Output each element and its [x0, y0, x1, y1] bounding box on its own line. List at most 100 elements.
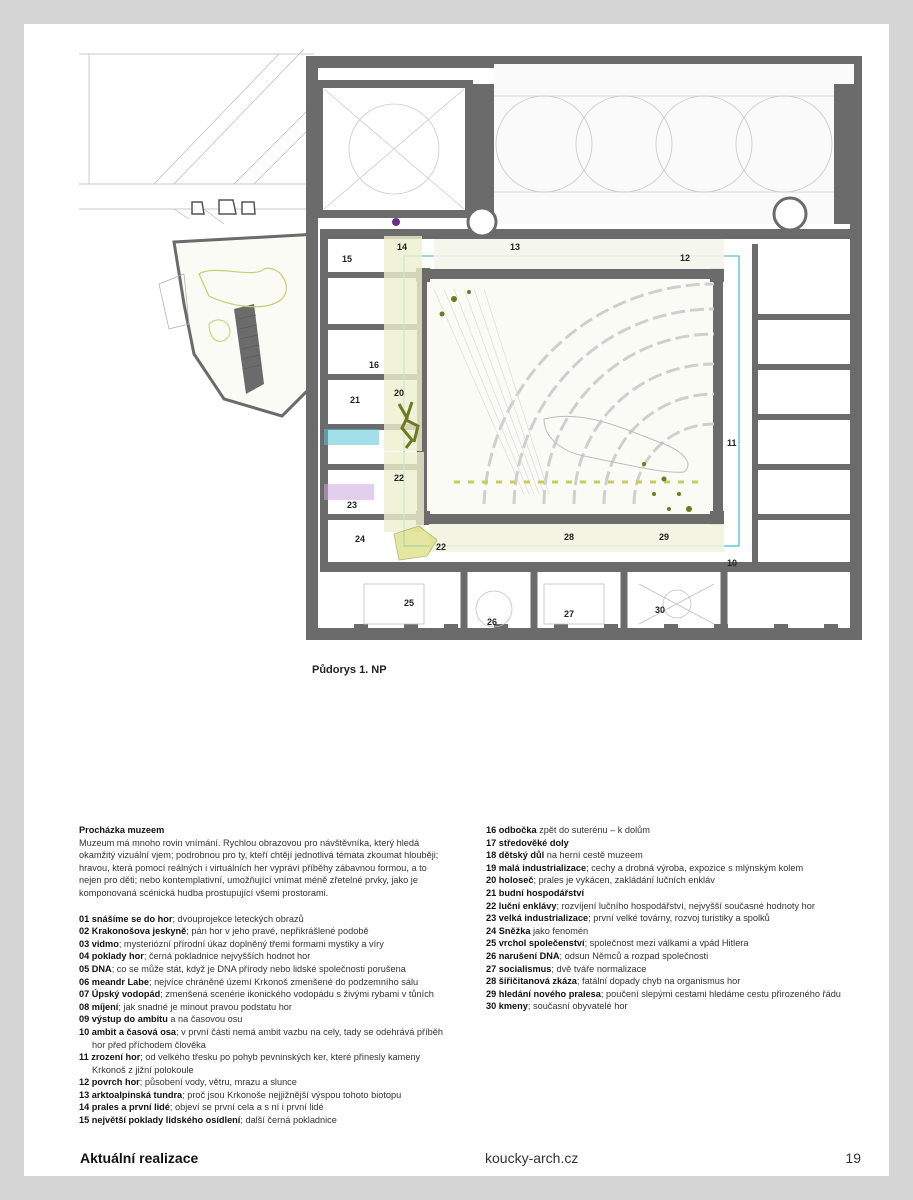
room-label: 30	[655, 605, 665, 615]
site-outline-lines	[79, 48, 315, 225]
exhibit-list-item: 09 výstup do ambitu a na časovou osu	[79, 1013, 449, 1026]
room-label: 12	[680, 253, 690, 263]
room-label: 22	[436, 542, 446, 552]
exhibit-list-item: 18 dětský důl na herní cestě muzeem	[486, 849, 866, 862]
exhibit-list-item: 13 arktoalpinská tundra; proč jsou Krkon…	[79, 1089, 449, 1102]
exhibit-item-title: 20 holoseč	[486, 875, 534, 886]
exhibit-item-title: 15 největší poklady lidského osídlení	[79, 1115, 241, 1126]
exhibit-list-item: 08 míjení; jak snadné je minout pravou p…	[79, 1001, 449, 1014]
exhibit-item-title: 11 zrození hor	[79, 1052, 141, 1063]
exhibit-list-item: 12 povrch hor; působení vody, větru, mra…	[79, 1076, 449, 1089]
exhibit-item-title: 13 arktoalpinská tundra	[79, 1089, 183, 1100]
exhibit-item-title: 22 luční enklávy	[486, 900, 557, 911]
exhibit-list-item: 10 ambit a časová osa; v první části nem…	[79, 1026, 449, 1051]
exhibit-item-description: ; zmenšená scenérie ikonického vodopádu …	[160, 989, 434, 1000]
exhibit-list-item: 15 největší poklady lidského osídlení; d…	[79, 1114, 449, 1127]
exhibit-item-description: ; odsun Němců a rozpad společnosti	[559, 950, 709, 961]
exhibit-item-title: 29 hledání nového pralesa	[486, 988, 601, 999]
exhibit-item-description: na herní cestě muzeem	[544, 850, 643, 861]
exhibit-item-description: ; od velkého třesku po pohyb pevninských…	[92, 1052, 421, 1075]
exhibit-item-description: ; společnost mezi válkami a vpád Hitlera	[584, 938, 749, 949]
exhibit-item-title: 12 povrch hor	[79, 1077, 140, 1088]
room-label: 16	[369, 360, 379, 370]
room-label: 11	[727, 438, 737, 448]
exhibit-list-item: 19 malá industrializace; cechy a drobná …	[486, 862, 866, 875]
exhibit-item-title: 03 vidmo	[79, 938, 119, 949]
exhibit-item-title: 30 kmeny	[486, 1001, 528, 1012]
footer-section-title: Aktuální realizace	[80, 1150, 199, 1166]
exhibit-item-title: 02 Krakonošova jeskyně	[79, 926, 187, 937]
exhibit-list-item: 25 vrchol společenství; společnost mezi …	[486, 937, 866, 950]
room-label: 15	[342, 254, 352, 264]
exhibit-list-item: 14 prales a první lidé; objeví se první …	[79, 1101, 449, 1114]
document-page: 10 11 12 13 14 15 16 20 21 22 22 23 24 2…	[24, 24, 889, 1176]
exhibit-item-title: 28 šiřičitanová zkáza	[486, 976, 577, 987]
footer-website[interactable]: koucky-arch.cz	[485, 1150, 579, 1166]
room-label: 27	[564, 609, 574, 619]
exhibit-list-item: 06 meandr Labe; nejvíce chráněné území K…	[79, 976, 449, 989]
exhibit-list-item: 22 luční enklávy; rozvíjení lučního hosp…	[486, 900, 866, 913]
room-label: 26	[487, 617, 497, 627]
exhibit-item-description: ; proč jsou Krkonoše nejjižnější výspou …	[182, 1089, 402, 1100]
exhibit-item-title: 07 Úpský vodopád	[79, 989, 161, 1000]
exhibit-item-description: ; mysteriózní přírodní úkaz doplněný tře…	[118, 938, 384, 949]
room-label: 21	[350, 395, 360, 405]
room-label: 10	[727, 558, 737, 568]
exhibit-list-item: 21 budní hospodářství	[486, 887, 866, 900]
entrance-structure	[158, 232, 326, 418]
exhibit-item-description: a na časovou osu	[167, 1014, 243, 1025]
exhibit-item-description: ; černá pokladnice nejvyšších hodnot hor	[143, 951, 311, 962]
intro-title: Procházka muzeem	[79, 825, 165, 835]
exhibit-item-description: ; dvě tváře normalizace	[551, 963, 647, 974]
exhibit-item-description: zpět do suterénu – k dolům	[536, 825, 650, 835]
exhibit-item-title: 10 ambit a časová osa	[79, 1026, 177, 1037]
exhibit-list-item: 07 Úpský vodopád; zmenšená scenérie ikon…	[79, 988, 449, 1001]
exhibit-item-title: 18 dětský důl	[486, 850, 545, 861]
exhibit-item-description: ; rozvíjení lučního hospodářství, nejvyš…	[556, 900, 815, 911]
exhibit-item-title: 09 výstup do ambitu	[79, 1014, 168, 1025]
exhibit-item-title: 06 meandr Labe	[79, 976, 149, 987]
room-label: 24	[355, 534, 365, 544]
exhibit-list-item: 01 snášíme se do hor; dvouprojekce letec…	[79, 913, 449, 926]
text-column-left: Procházka muzeem Muzeum má mnoho rovin v…	[79, 824, 449, 1127]
exhibit-item-description: ; nejvíce chráněné území Krkonoš zmenšen…	[148, 976, 419, 987]
exhibit-item-title: 21 budní hospodářství	[486, 887, 585, 898]
exhibit-item-title: 17 středověké doly	[486, 837, 569, 848]
exhibit-list-item: 23 velká industrializace; první velké to…	[486, 912, 866, 925]
exhibit-item-title: 16 odbočka	[486, 825, 537, 835]
exhibit-item-description: ; fatální dopady chyb na organismus hor	[576, 976, 741, 987]
exhibit-areas	[324, 218, 724, 561]
exhibit-list-item: 24 Sněžka jako fenomén	[486, 925, 866, 938]
intro-block: Procházka muzeem Muzeum má mnoho rovin v…	[79, 824, 449, 900]
room-label: 28	[564, 532, 574, 542]
exhibit-list-item: 30 kmeny; současní obyvatelé hor	[486, 1000, 866, 1013]
exhibit-list-item: 11 zrození hor; od velkého třesku po poh…	[79, 1051, 449, 1076]
exhibit-item-description: ; poučení slepými cestami hledáme cestu …	[600, 988, 841, 999]
exhibit-item-description: ; dvouprojekce leteckých obrazů	[172, 913, 304, 924]
room-label: 20	[394, 388, 404, 398]
page-number: 19	[845, 1150, 861, 1166]
exhibit-item-description: ; první velké továrny, rozvoj turistiky …	[588, 913, 770, 924]
exhibit-list-item: 02 Krakonošova jeskyně; pán hor v jeho p…	[79, 925, 449, 938]
exhibit-item-title: 26 narušení DNA	[486, 950, 560, 961]
room-label: 14	[397, 242, 407, 252]
room-labels: 10 11 12 13 14 15 16 20 21 22 22 23 24 2…	[342, 242, 737, 627]
exhibit-item-title: 14 prales a první lidé	[79, 1102, 170, 1113]
exhibit-item-title: 05 DNA	[79, 963, 112, 974]
window-openings	[191, 199, 256, 215]
exhibit-item-title: 19 malá industrializace	[486, 862, 587, 873]
exhibit-item-description: ; současní obyvatelé hor	[527, 1001, 628, 1012]
exhibit-item-title: 23 velká industrializace	[486, 913, 589, 924]
floor-plan: 10 11 12 13 14 15 16 20 21 22 22 23 24 2…	[79, 48, 862, 640]
room-label: 13	[510, 242, 520, 252]
exhibit-item-description: ; objeví se první cela a s ní i první li…	[169, 1102, 324, 1113]
exhibit-list-item: 03 vidmo; mysteriózní přírodní úkaz dopl…	[79, 938, 449, 951]
exhibit-list-item: 16 odbočka zpět do suterénu – k dolům	[486, 824, 866, 837]
room-label: 23	[347, 500, 357, 510]
exhibit-item-title: 24 Sněžka	[486, 925, 531, 936]
exhibit-item-description: jako fenomén	[530, 925, 589, 936]
exhibit-item-description: ; v první části nemá ambit vazbu na cely…	[92, 1026, 443, 1050]
exhibit-item-title: 08 míjení	[79, 1001, 119, 1012]
